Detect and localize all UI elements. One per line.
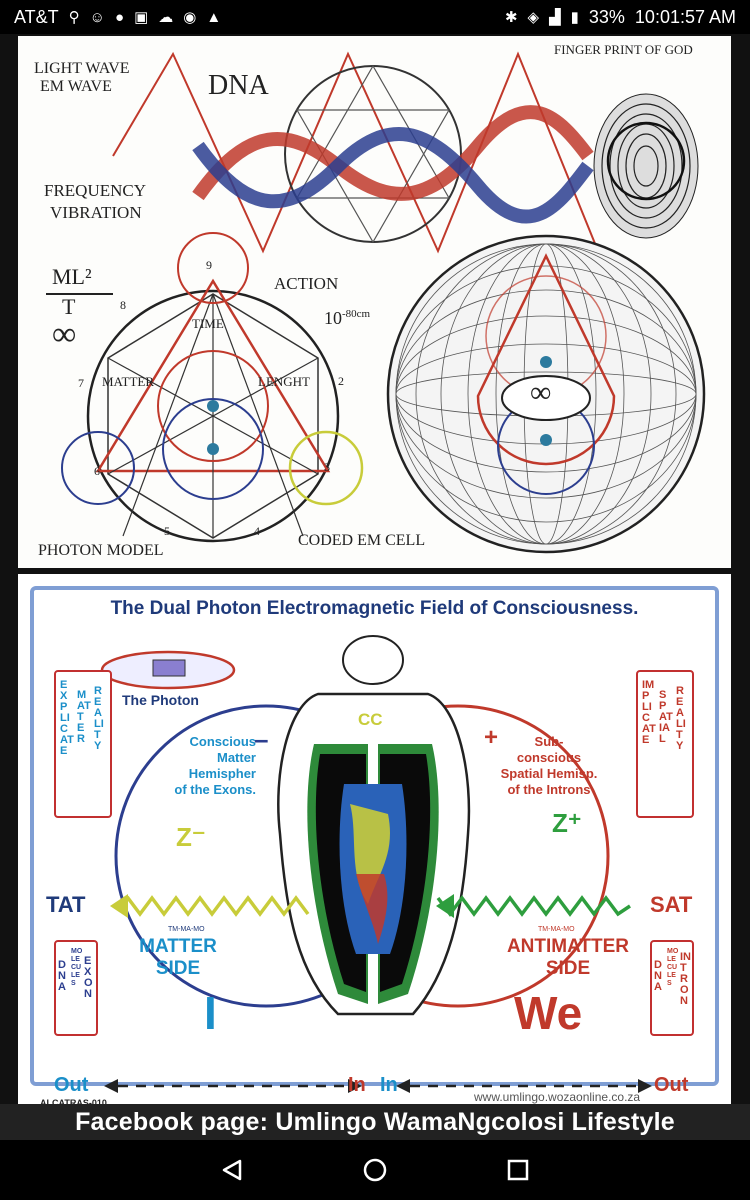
tm-right-label: TM-MA-MO bbox=[538, 926, 575, 933]
dna-label: DNA bbox=[208, 70, 269, 101]
consciousness-graphics bbox=[100, 635, 652, 1093]
dna-strand-red bbox=[192, 105, 594, 201]
infinity-symbol: ∞ bbox=[52, 316, 77, 353]
lenght-label: LENGHT bbox=[258, 374, 310, 389]
cloud-icon: ☁ bbox=[158, 8, 174, 26]
matter-text: MATTER bbox=[77, 689, 91, 745]
ml-formula-denominator: T bbox=[62, 294, 76, 319]
photon-model-diagram: LIGHT WAVE EM WAVE DNA FINGER PRINT OF G… bbox=[18, 36, 731, 568]
signal-icon: ▟ bbox=[549, 8, 561, 26]
node-9: 9 bbox=[206, 258, 212, 272]
matter-wave bbox=[113, 895, 310, 917]
status-bar: AT&T ⚲ ☺ ● ▣ ☁ ◉ ▲ ✱ ◈ ▟ ▮ 33% 10:01:57 … bbox=[0, 0, 750, 34]
navigation-bar bbox=[0, 1140, 750, 1200]
in-left-label: In bbox=[348, 1074, 366, 1096]
circle-notification-icon: ● bbox=[115, 8, 125, 26]
android-icon: ▲ bbox=[206, 8, 222, 26]
head-nose bbox=[342, 635, 404, 685]
out-right-label: Out bbox=[654, 1074, 689, 1096]
action-value: 10-80cm bbox=[324, 308, 371, 328]
antimatter-side-label: ANTIMATTER SIDE bbox=[506, 936, 630, 979]
time-label: TIME bbox=[192, 316, 224, 331]
finger-print-label: FINGER PRINT OF GOD bbox=[554, 42, 693, 57]
implicate-text: IMPLICATE bbox=[642, 679, 656, 746]
home-button[interactable] bbox=[355, 1150, 395, 1190]
photon-model-label: PHOTON MODEL bbox=[38, 542, 164, 559]
snapchat-icon: ☺ bbox=[89, 8, 105, 26]
battery-icon: ▮ bbox=[570, 8, 579, 26]
image-viewer: LIGHT WAVE EM WAVE DNA FINGER PRINT OF G… bbox=[0, 34, 750, 1140]
back-triangle-icon bbox=[222, 1159, 241, 1181]
in-right-label: In bbox=[380, 1074, 398, 1096]
lte-icon: ◈ bbox=[527, 8, 540, 26]
the-photon-label: The Photon bbox=[122, 692, 199, 708]
z-minus-label: Z⁻ bbox=[176, 822, 206, 852]
tm-left-label: TM-MA-MO bbox=[168, 926, 205, 933]
node-6: 6 bbox=[94, 464, 100, 478]
matter-label: MATTER bbox=[102, 374, 154, 389]
node-5: 5 bbox=[164, 524, 170, 538]
bluetooth-icon: ✱ bbox=[504, 8, 518, 26]
node-2: 2 bbox=[338, 374, 344, 388]
plus-sign: + bbox=[484, 724, 499, 751]
tat-label: TAT bbox=[46, 892, 86, 917]
dna-exon-box: DNA MOLECULES EXON bbox=[54, 940, 98, 1036]
recents-button[interactable] bbox=[498, 1150, 538, 1190]
back-button[interactable] bbox=[212, 1150, 252, 1190]
dna-strand-blue bbox=[192, 127, 594, 224]
z-plus-label: Z⁺ bbox=[552, 808, 582, 838]
facebook-caption: Facebook page: Umlingo WamaNgcolosi Life… bbox=[0, 1104, 750, 1140]
cell-infinity-symbol: ∞ bbox=[530, 376, 552, 409]
website-label: www.umlingo.wozaonline.co.za bbox=[474, 1090, 641, 1104]
sat-label: SAT bbox=[650, 892, 693, 917]
battery-percent: 33% bbox=[588, 6, 625, 27]
out-left-label: Out bbox=[54, 1074, 89, 1096]
i-label: I bbox=[204, 987, 217, 1039]
coded-em-cell-label: CODED EM CELL bbox=[298, 532, 426, 549]
reality-right-text: REALITY bbox=[676, 685, 686, 752]
home-circle-icon bbox=[363, 1158, 387, 1182]
cc-label: CC bbox=[358, 710, 383, 729]
light-wave-label: LIGHT WAVE EM WAVE bbox=[34, 60, 130, 95]
minus-sign: – bbox=[254, 724, 269, 754]
implicate-box: IMPLICATE SPATIAL REALITY bbox=[636, 670, 694, 818]
ml-formula-numerator: ML² bbox=[52, 264, 92, 289]
diagram-frame bbox=[30, 586, 719, 1086]
gallery-icon: ▣ bbox=[134, 8, 149, 26]
usb-icon: ⚲ bbox=[68, 8, 80, 26]
node-8: 8 bbox=[120, 298, 126, 312]
recents-square-icon bbox=[508, 1159, 529, 1181]
carrier-name: AT&T bbox=[14, 6, 59, 27]
spatial-text: SPATIAL bbox=[659, 689, 673, 745]
dna-intron-box: DNA MOLECULES INTRON bbox=[650, 940, 694, 1036]
explicate-box: EXPLICATE MATTER REALITY bbox=[54, 670, 112, 818]
explicate-text: EXPLICATE bbox=[60, 679, 74, 757]
consciousness-diagram: The Dual Photon Electromagnetic Field of… bbox=[18, 574, 731, 1108]
antimatter-wave bbox=[436, 895, 631, 917]
node-4: 4 bbox=[254, 524, 260, 538]
subconscious-label: Sub- conscious Spatial Hemisp. of the In… bbox=[500, 734, 598, 797]
action-label: ACTION bbox=[274, 274, 339, 293]
matter-side-label: MATTER SIDE bbox=[139, 936, 217, 979]
photon-model-circle bbox=[86, 289, 340, 543]
photon-diagram-graphics bbox=[46, 51, 706, 554]
diagram-title: The Dual Photon Electromagnetic Field of… bbox=[110, 598, 639, 619]
reality-text: REALITY bbox=[94, 685, 104, 752]
node-3: 3 bbox=[324, 460, 330, 474]
frequency-label: FREQUENCY VIBRATION bbox=[44, 181, 147, 222]
we-label: We bbox=[514, 987, 583, 1039]
conscious-label: Conscious Matter Hemispher of the Exons. bbox=[174, 734, 256, 797]
light-wave-zigzag bbox=[112, 51, 599, 254]
clock-time: 10:01:57 AM bbox=[634, 6, 736, 27]
node-7: 7 bbox=[78, 376, 84, 390]
messenger-icon: ◉ bbox=[183, 8, 197, 26]
alcatras-label: ALCATRAS-010 bbox=[40, 1098, 107, 1108]
